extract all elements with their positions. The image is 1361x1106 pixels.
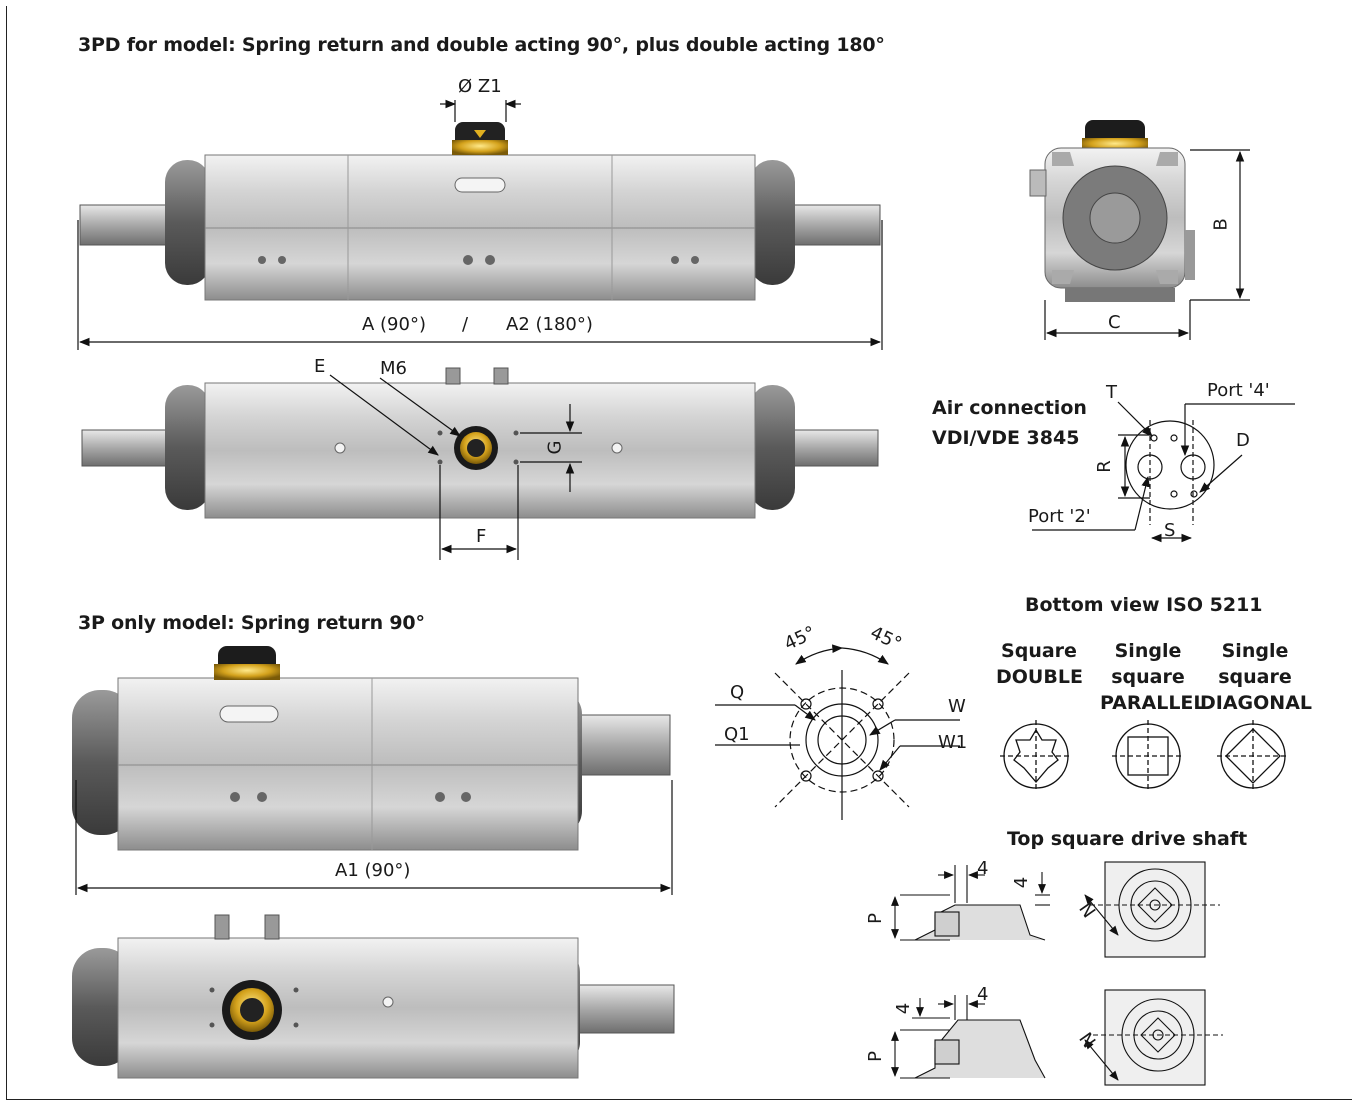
vdi-port-diagram	[1032, 401, 1295, 543]
label-port-4: Port '4'	[1207, 380, 1270, 401]
label-4-b: 4	[1011, 876, 1033, 889]
label-m6: M6	[380, 358, 407, 379]
label-t: T	[1106, 382, 1117, 403]
shaft-type-icons	[1000, 720, 1289, 792]
shaft-type-double-line1: Square	[1001, 640, 1077, 662]
dimension-lines	[75, 99, 1250, 895]
label-z1: Ø Z1	[458, 76, 502, 97]
actuator-3p-top-view	[72, 914, 675, 1079]
heading-3pd: 3PD for model: Spring return and double …	[78, 34, 885, 56]
top-square-drive-diagram	[891, 861, 1223, 1086]
shaft-type-diagonal-line1: Single	[1221, 640, 1289, 662]
label-a2: A2 (180°)	[506, 314, 593, 335]
label-4-d: 4	[893, 1002, 915, 1015]
label-port-2: Port '2'	[1028, 506, 1091, 527]
shaft-type-parallel: Single square PARALLEL	[1100, 638, 1206, 716]
actuator-3pd-top-view	[81, 367, 879, 519]
heading-air-connection: Air connection	[932, 397, 1087, 419]
shaft-type-double-line2: DOUBLE	[996, 666, 1083, 688]
label-a-separator: /	[462, 314, 469, 335]
label-p-b: P	[864, 1051, 886, 1062]
drawing-frame	[6, 6, 1352, 1100]
label-r: R	[1093, 460, 1115, 473]
heading-vdi-vde: VDI/VDE 3845	[932, 427, 1080, 449]
actuator-3pd-front-view	[79, 122, 881, 301]
label-s: S	[1164, 520, 1176, 541]
label-w1: W1	[938, 732, 968, 753]
label-b: B	[1210, 218, 1232, 231]
label-c: C	[1108, 312, 1121, 333]
shaft-type-parallel-line3: PARALLEL	[1100, 692, 1206, 714]
iso5211-flange-diagram	[715, 644, 960, 820]
actuator-3p-front-view	[72, 646, 671, 851]
label-f: F	[476, 526, 487, 547]
shaft-type-diagonal-line2: square	[1218, 666, 1292, 688]
label-a: A (90°)	[362, 314, 426, 335]
shaft-type-parallel-line2: square	[1111, 666, 1185, 688]
actuator-side-view	[1029, 120, 1195, 302]
shaft-type-diagonal: Single square DIAGONAL	[1200, 638, 1313, 716]
label-q1: Q1	[724, 724, 750, 745]
shaft-type-diagonal-line3: DIAGONAL	[1200, 692, 1313, 714]
heading-top-square: Top square drive shaft	[1007, 828, 1248, 850]
label-e: E	[314, 356, 326, 377]
shaft-type-double: Square DOUBLE	[996, 638, 1083, 690]
label-p-a: P	[864, 913, 886, 924]
shaft-type-parallel-line1: Single	[1114, 640, 1182, 662]
label-a1: A1 (90°)	[335, 860, 411, 881]
label-w: W	[948, 696, 966, 717]
heading-3p: 3P only model: Spring return 90°	[78, 612, 425, 634]
label-g: G	[544, 440, 566, 455]
heading-bottom-view: Bottom view ISO 5211	[1025, 594, 1263, 616]
label-4-c: 4	[977, 984, 989, 1005]
label-d: D	[1236, 430, 1250, 451]
label-4-a: 4	[977, 858, 989, 879]
label-q: Q	[730, 682, 745, 703]
